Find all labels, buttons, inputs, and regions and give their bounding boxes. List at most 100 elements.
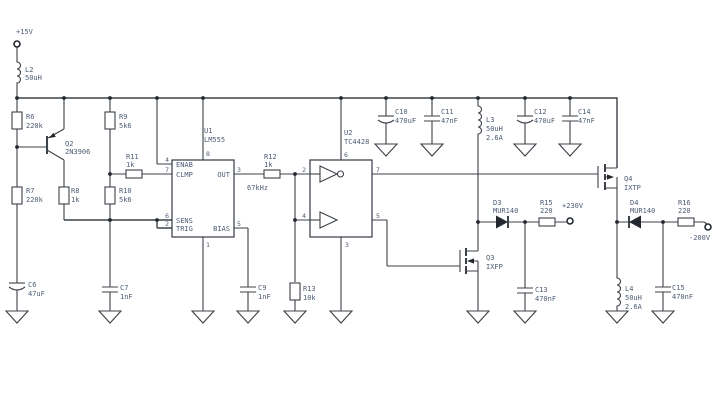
output-neg-terminal <box>704 223 712 231</box>
label-C12-value: 470uF <box>534 117 555 125</box>
label-R7-ref: R7 <box>26 187 34 195</box>
label-R8-ref: R8 <box>71 187 79 195</box>
capacitor-C11 <box>424 115 440 122</box>
capacitor-C9 <box>240 286 256 293</box>
capacitor-C10 <box>377 115 395 124</box>
label-Q4-ref: Q4 <box>624 175 632 183</box>
u1-pin-name-bias: BIAS <box>213 225 230 233</box>
label-R11-ref: R11 <box>126 153 139 161</box>
capacitor-C14 <box>562 115 578 122</box>
u1-pin-name-sens: SENS <box>176 217 193 225</box>
output-neg-label: -200V <box>689 234 711 242</box>
label-C12-ref: C12 <box>534 108 547 116</box>
label-Q4-part: IXTP <box>624 184 641 192</box>
u1-pin5-number: 5 <box>237 220 241 228</box>
label-Q3-ref: Q3 <box>486 254 494 262</box>
labels: +15V L2 50uH R6 220k Q2 2N3906 R7 220k R… <box>16 28 711 311</box>
label-C10-value: 470uF <box>395 117 416 125</box>
transistor-Q2 <box>46 132 56 154</box>
label-L2-value: 50uH <box>25 74 42 82</box>
u1-pin2-number: 2 <box>165 220 169 228</box>
u2-pin6-number: 6 <box>344 151 348 159</box>
resistor-R10 <box>104 186 116 205</box>
label-L4-ref: L4 <box>625 285 633 293</box>
u1-pin3-number: 3 <box>237 166 241 174</box>
resistor-R11 <box>125 169 143 179</box>
noninverting-buffer-icon <box>310 211 339 229</box>
label-U2-ref: U2 <box>344 129 352 137</box>
label-R15-ref: R15 <box>540 199 553 207</box>
label-D4-ref: D4 <box>630 199 638 207</box>
label-C11-ref: C11 <box>441 108 454 116</box>
mosfet-Q4 <box>597 164 618 222</box>
label-C15-value: 470nF <box>672 293 693 301</box>
label-L3-ref: L3 <box>486 116 494 124</box>
label-C6-ref: C6 <box>28 281 36 289</box>
label-R16-ref: R16 <box>678 199 691 207</box>
label-R13-ref: R13 <box>303 285 316 293</box>
label-U1-part: LM555 <box>204 136 225 144</box>
u1-pin6-number: 6 <box>165 212 169 220</box>
u1-pin1-number: 1 <box>206 241 210 249</box>
label-R10-value: 5k6 <box>119 196 132 204</box>
label-R10-ref: R10 <box>119 187 132 195</box>
label-L3-value: 50uH <box>486 125 503 133</box>
u2-pin5-number: 5 <box>376 212 380 220</box>
label-L3-current: 2.6A <box>486 134 504 142</box>
diode-D3 <box>496 215 509 229</box>
label-D3-part: MUR140 <box>493 207 518 215</box>
resistor-R16 <box>677 217 695 227</box>
mosfet-Q3 <box>459 222 479 311</box>
u1-pin-name-out: OUT <box>217 171 230 179</box>
label-C13-ref: C13 <box>535 286 548 294</box>
label-U2-part: TC4428 <box>344 138 369 146</box>
ic-U1 <box>171 159 235 238</box>
capacitor-C13 <box>517 287 533 294</box>
frequency-label: 67kHz <box>247 184 268 192</box>
resistor-R13 <box>289 282 301 301</box>
label-C14-value: 47nF <box>578 117 595 125</box>
label-C6-value: 47uF <box>28 290 45 298</box>
resistor-R6 <box>11 111 23 130</box>
label-R6-value: 220k <box>26 122 44 130</box>
label-R9-value: 5k6 <box>119 122 132 130</box>
label-R6-ref: R6 <box>26 113 34 121</box>
capacitor-C7 <box>102 286 118 293</box>
output-pos-terminal <box>566 217 574 225</box>
label-D3-ref: D3 <box>493 199 501 207</box>
label-R13-value: 10k <box>303 294 316 302</box>
label-C9-ref: C9 <box>258 284 266 292</box>
capacitor-C12 <box>516 115 534 124</box>
capacitor-C6 <box>8 282 26 291</box>
supply-terminal <box>13 40 21 48</box>
resistor-R12 <box>263 169 281 179</box>
label-Q2-part: 2N3906 <box>65 148 90 156</box>
label-C15-ref: C15 <box>672 284 685 292</box>
label-R12-value: 1k <box>264 161 273 169</box>
label-R9-ref: R9 <box>119 113 127 121</box>
label-C9-value: 1nF <box>258 293 271 301</box>
label-C10-ref: C10 <box>395 108 408 116</box>
label-U1-ref: U1 <box>204 127 212 135</box>
label-R7-value: 220k <box>26 196 44 204</box>
diode-D4 <box>628 215 641 229</box>
u1-pin8-number: 8 <box>206 150 210 158</box>
resistor-R9 <box>104 111 116 130</box>
label-C13-value: 470nF <box>535 295 556 303</box>
label-Q2-ref: Q2 <box>65 140 73 148</box>
resistor-R15 <box>538 217 556 227</box>
ground-symbols <box>4 143 676 324</box>
capacitor-C15 <box>655 286 671 293</box>
label-D4-part: MUR140 <box>630 207 655 215</box>
u2-pin4-number: 4 <box>302 212 306 220</box>
label-L4-current: 2.6A <box>625 303 643 311</box>
label-C7-ref: C7 <box>120 284 128 292</box>
u1-pin4-number: 4 <box>165 156 169 164</box>
supply-label: +15V <box>16 28 34 36</box>
label-L4-value: 50uH <box>625 294 642 302</box>
u1-pin-name-trig: TRIG <box>176 225 193 233</box>
resistor-R7 <box>11 186 23 205</box>
u1-pin-name-clmp: CLMP <box>176 171 193 179</box>
